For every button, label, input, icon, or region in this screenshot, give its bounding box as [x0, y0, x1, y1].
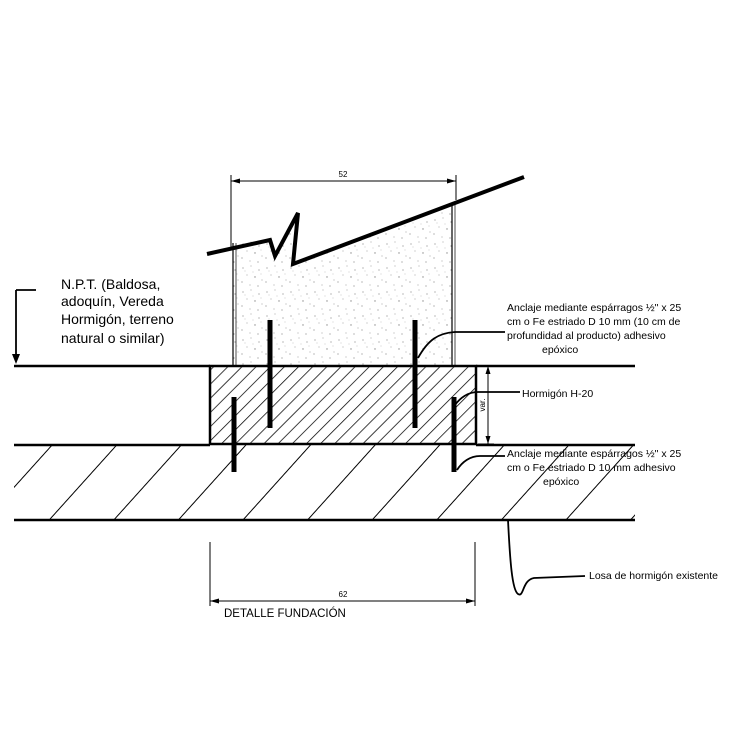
- footing: [208, 364, 478, 446]
- dim-side-arrow-bottom-icon: [485, 436, 491, 444]
- slab-label: Losa de hormigón existente: [589, 570, 718, 582]
- concrete-leader: [454, 391, 520, 406]
- dimension-bottom: 62: [209, 542, 476, 606]
- npt-label-line-1: N.P.T. (Baldosa,: [61, 276, 160, 292]
- footing-block: [208, 364, 478, 446]
- anchor-top-line-4: epóxico: [542, 344, 578, 356]
- npt-label-line-4: natural o similar): [61, 330, 164, 346]
- anchor-bottom-line-1: Anclaje mediante espárragos ½" x 25: [507, 448, 681, 460]
- anchor-rods: [231, 320, 457, 472]
- anchor-top-label: Anclaje mediante espárragos ½" x 25 cm o…: [507, 302, 681, 356]
- npt-label-line-2: adoquín, Vereda: [61, 293, 164, 309]
- dimension-side: var.: [478, 365, 494, 445]
- dim-top-arrow-left-icon: [231, 178, 240, 184]
- dim-bottom-value: 62: [339, 590, 348, 599]
- npt-label-line-3: Hormigón, terreno: [61, 311, 174, 327]
- anchor-bottom-line-3: epóxico: [543, 476, 579, 488]
- slab-leader: [507, 519, 586, 596]
- anchor-bottom-label: Anclaje mediante espárragos ½" x 25 cm o…: [507, 448, 681, 488]
- npt-label: N.P.T. (Baldosa, adoquín, Vereda Hormigó…: [61, 276, 174, 346]
- anchor-bottom-leader: [456, 455, 505, 471]
- leaders: [12, 289, 586, 596]
- anchor-top-line-1: Anclaje mediante espárragos ½" x 25: [507, 302, 681, 314]
- dim-bottom-arrow-left-icon: [210, 598, 219, 604]
- existing-slab: [14, 443, 635, 522]
- anchor-bottom-line-2: cm o Fe estriado D 10 mm adhesivo: [507, 462, 676, 474]
- dimension-top: 52: [230, 170, 457, 250]
- drawing-title: DETALLE FUNDACIÓN: [224, 607, 346, 620]
- anchor-top-line-3: profundidad al producto) adhesivo: [507, 330, 666, 342]
- post-column: [206, 175, 525, 366]
- dim-top-value: 52: [339, 170, 348, 179]
- anchor-top-line-2: cm o Fe estriado D 10 mm (10 cm de: [507, 316, 680, 328]
- dim-side-value: var.: [478, 399, 487, 412]
- anchor-top-leader: [417, 331, 505, 359]
- break-line: [206, 175, 525, 268]
- concrete-label: Hormigón H-20: [522, 388, 593, 400]
- post-fill: [233, 205, 452, 366]
- slab-hatch: [14, 445, 635, 520]
- dim-top-arrow-right-icon: [447, 178, 456, 184]
- npt-arrow-icon: [12, 354, 20, 364]
- dim-side-arrow-top-icon: [485, 366, 491, 374]
- dim-bottom-arrow-right-icon: [466, 598, 475, 604]
